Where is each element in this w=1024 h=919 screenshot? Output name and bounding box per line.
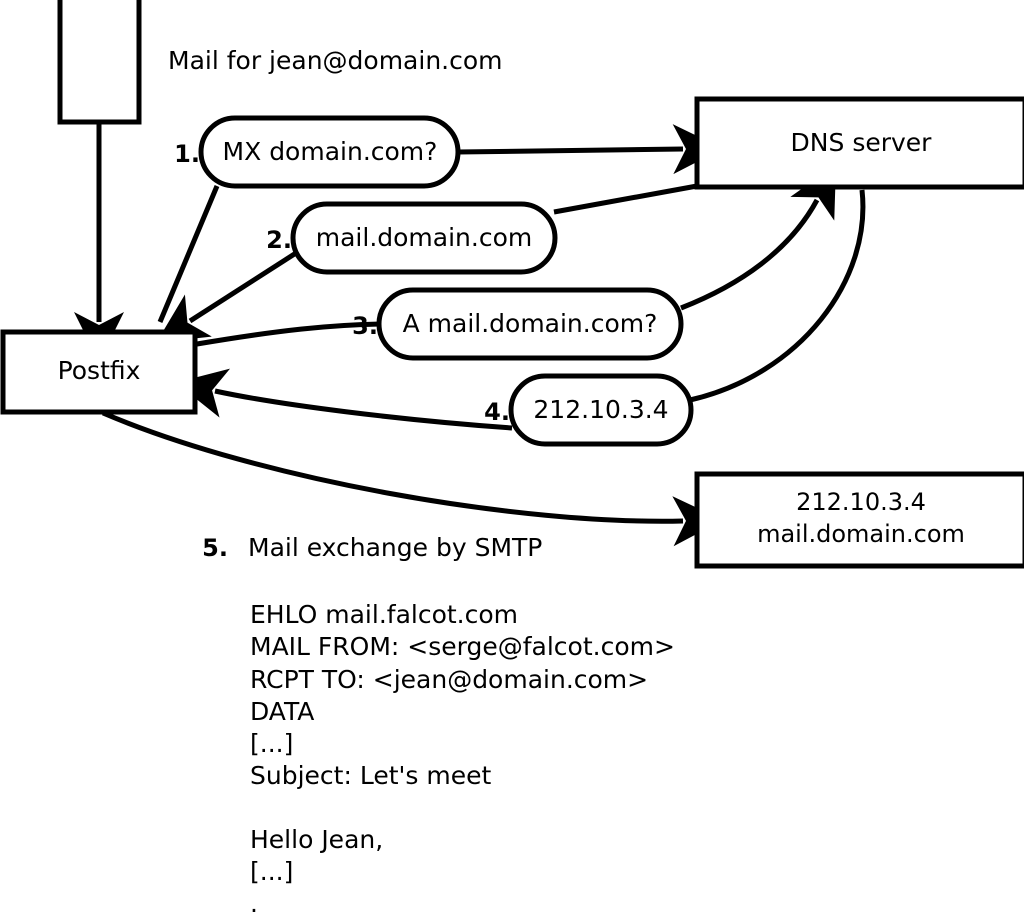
remote-mx-box (694, 471, 1024, 569)
mail-for-caption: Mail for jean@domain.com (168, 46, 503, 75)
step-1-label: MX domain.com? (223, 137, 438, 166)
connector-postfix-to-step3 (196, 321, 381, 347)
dns-server-box (694, 96, 1024, 190)
step-2-number: 2. (266, 226, 292, 254)
step-5-number: 5. (202, 534, 228, 562)
step-2-bubble (290, 201, 558, 275)
step-4-number: 4. (484, 398, 510, 426)
step-5-label: Mail exchange by SMTP (248, 533, 542, 562)
dns-server-label: DNS server (791, 128, 933, 157)
step-3-bubble (376, 287, 684, 361)
smtp-line-end-of-data: . (250, 889, 258, 918)
remote-mx-hostname: mail.domain.com (757, 520, 965, 548)
smtp-line-ellipsis-1: [...] (250, 729, 293, 758)
smtp-line-rcpt-to: RCPT TO: <jean@domain.com> (250, 665, 648, 694)
smtp-line-subject: Subject: Let's meet (250, 761, 491, 790)
step-4-label: 212.10.3.4 (533, 395, 668, 424)
step-4-bubble (508, 373, 694, 447)
connector-step1-to-dns (457, 124, 723, 175)
remote-mx-ip: 212.10.3.4 (796, 488, 926, 516)
smtp-line-greeting: Hello Jean, (250, 825, 383, 854)
connector-dns-to-step4 (689, 189, 866, 403)
step-2-label: mail.domain.com (316, 223, 532, 252)
smtp-line-ehlo: EHLO mail.falcot.com (250, 600, 518, 629)
step-3-label: A mail.domain.com? (403, 309, 658, 338)
step-1-bubble (198, 115, 461, 189)
connector-postfix-to-remote-mx (102, 410, 723, 547)
mail-client-box (57, 0, 142, 125)
smtp-line-mail-from: MAIL FROM: <serge@falcot.com> (250, 632, 675, 661)
connector-step2-to-postfix (156, 250, 298, 343)
step-3-number: 3. (352, 312, 378, 340)
connector-dns-to-step2 (553, 183, 698, 215)
postfix-box (0, 329, 198, 415)
postfix-label: Postfix (58, 356, 141, 385)
connector-postfix-to-step1 (157, 185, 220, 323)
connector-step4-to-postfix (175, 368, 513, 431)
step-1-number: 1. (174, 140, 200, 168)
connector-step3-to-dns (680, 164, 837, 311)
smtp-line-data: DATA (250, 697, 314, 726)
smtp-line-ellipsis-2: [...] (250, 857, 293, 886)
